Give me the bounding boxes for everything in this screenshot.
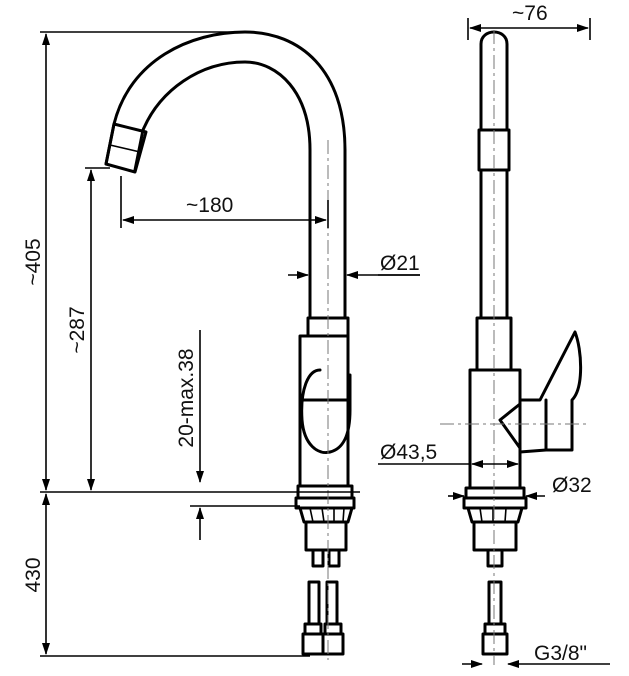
side-view [440,30,590,665]
hose-end-side [481,580,509,656]
spout-reach-label: ~180 [186,194,233,217]
spout-diameter-label: Ø21 [380,252,420,275]
dimension-lines [40,18,610,668]
lever-handle [300,368,352,455]
base-diameter-label: Ø32 [552,474,592,497]
aerator [104,122,148,174]
side-body [468,368,522,490]
thread-label: G3/8" [534,642,587,665]
hose-stub-left [311,548,325,568]
spout-outline [104,30,347,320]
side-lever [518,330,583,454]
body-diameter-label: Ø43,5 [380,441,437,464]
hose-stub-right [327,548,341,568]
hose-ends-front [301,580,345,656]
spout-height-label: ~287 [66,306,89,353]
counter-thickness-label: 20-max.38 [175,348,198,447]
top-width-label: ~76 [512,2,548,25]
faucet-body [298,334,350,488]
total-height-label: ~405 [22,238,45,285]
front-view [104,30,356,660]
hose-length-label: 430 [22,557,45,592]
